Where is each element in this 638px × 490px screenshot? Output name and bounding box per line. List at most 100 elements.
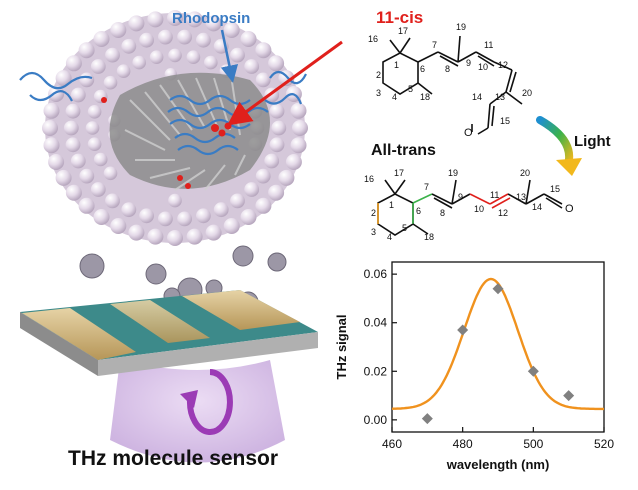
atom-number: 12 (498, 208, 508, 218)
y-tick-label: 0.00 (364, 413, 388, 427)
data-point (421, 413, 433, 425)
lipid-head (87, 137, 102, 151)
data-point (492, 283, 504, 295)
lipid-head (196, 208, 211, 224)
rotation-arrow (186, 369, 233, 435)
lipid-head (177, 29, 193, 45)
lipid-head (128, 224, 145, 241)
atom-number: 13 (516, 192, 526, 202)
atom-number: 18 (424, 232, 434, 242)
lipid-head (90, 182, 106, 197)
lipid-head (167, 10, 183, 26)
lipid-head (268, 184, 285, 201)
lipid-head (186, 228, 203, 245)
lipid-head (240, 209, 257, 225)
lipid-head (177, 211, 193, 227)
lipid-head (290, 137, 307, 154)
lipid-head (128, 15, 145, 32)
lipid-head (78, 197, 95, 214)
lipid-head (147, 228, 164, 245)
atom-number: 20 (520, 168, 530, 178)
atom-number: 3 (376, 88, 381, 98)
x-axis-label: wavelength (nm) (446, 457, 550, 472)
lipid-head (223, 218, 240, 234)
atom-number: 4 (392, 92, 397, 102)
lipid-head (48, 154, 65, 170)
lipid-head (255, 72, 271, 88)
cis-oxygen: O (464, 127, 473, 139)
data-point (527, 365, 539, 377)
lipid-head (255, 42, 272, 59)
atom-number: 17 (394, 168, 404, 178)
atom-number: 16 (364, 174, 374, 184)
atom-number: 1 (389, 200, 394, 210)
lipid-head (139, 32, 155, 48)
atom-number: 10 (474, 204, 484, 214)
lipid-head (132, 55, 146, 70)
lipid-head (78, 42, 95, 59)
lipid-head (230, 193, 245, 209)
lipid-head (93, 152, 108, 167)
cis-label: 11-cis (376, 8, 424, 27)
atom-number: 14 (532, 202, 542, 212)
lipid-head (85, 121, 100, 135)
atom-number: 2 (376, 70, 381, 80)
fit-curve (391, 277, 604, 411)
lipid-head (70, 153, 86, 169)
lipid-head (43, 137, 60, 154)
atom-number: 12 (498, 60, 508, 70)
lipid-head (268, 55, 285, 72)
lipid-head (65, 103, 81, 119)
atom-number: 8 (445, 64, 450, 74)
atom-number: 16 (368, 34, 378, 44)
device (20, 290, 318, 376)
lipid-head (158, 211, 173, 227)
y-tick-label: 0.06 (364, 267, 388, 281)
atom-number: 11 (490, 190, 499, 200)
lipid-head (244, 59, 260, 74)
lipid-head (269, 137, 285, 153)
lipid-head (105, 47, 120, 63)
lipid-head (110, 22, 127, 38)
lipid-head (196, 32, 211, 48)
x-tick-label: 520 (594, 437, 614, 451)
atom-number: 19 (448, 168, 458, 178)
atom-number: 19 (456, 22, 466, 32)
atom-number: 7 (432, 40, 437, 50)
lipid-head (278, 169, 295, 186)
atom-number: 2 (371, 208, 376, 218)
atom-number: 7 (424, 182, 429, 192)
atom-number: 3 (371, 227, 376, 237)
lipid-head (158, 29, 173, 45)
lipid-head (255, 168, 271, 184)
lipid-head (167, 230, 183, 246)
lipid-head (264, 153, 280, 169)
lipid-head (255, 197, 272, 214)
light-label: Light (574, 133, 611, 150)
lipid-head (186, 50, 201, 64)
lipid-head (240, 31, 257, 47)
lipid-head (205, 15, 222, 32)
data-point (457, 324, 469, 336)
atom-number: 1 (394, 60, 399, 70)
light-cone (110, 360, 285, 463)
trans-oxygen: O (565, 203, 574, 215)
lipid-head (55, 169, 72, 186)
lipid-head (79, 168, 95, 184)
lipid-head (205, 224, 222, 241)
lipid-head (186, 11, 203, 28)
rhodopsin-label: Rhodopsin (172, 10, 251, 27)
atom-number: 9 (458, 192, 463, 202)
lipid-head (223, 22, 240, 38)
lipid-head (65, 184, 82, 201)
atom-number: 18 (420, 92, 430, 102)
data-point (563, 390, 575, 402)
lipid-head (271, 120, 287, 136)
lipid-head (43, 102, 60, 119)
lipid-head (65, 137, 81, 153)
x-tick-label: 500 (523, 437, 543, 451)
lipid-head (42, 120, 58, 136)
